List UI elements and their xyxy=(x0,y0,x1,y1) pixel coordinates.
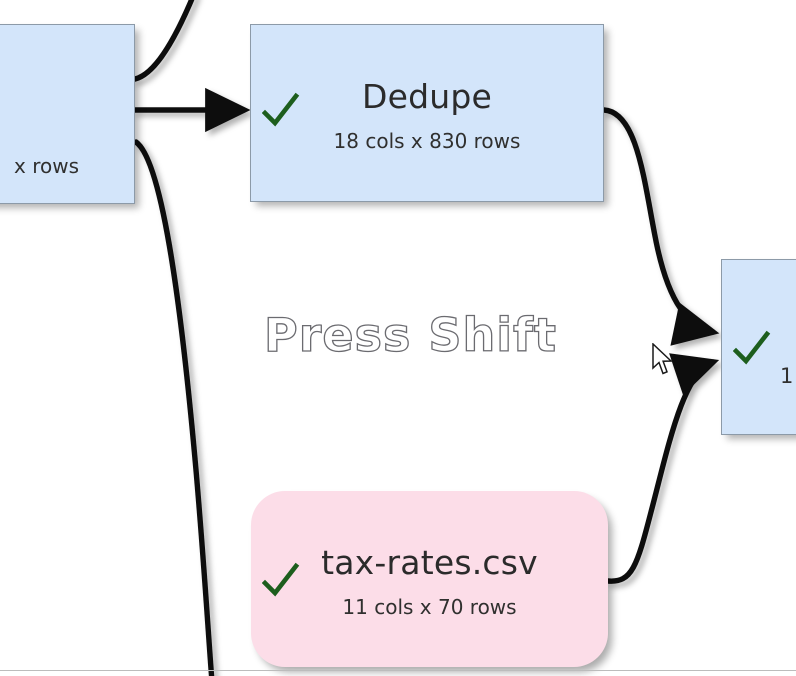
node-taxrates[interactable]: tax-rates.csv 11 cols x 70 rows xyxy=(251,491,608,667)
panel-divider xyxy=(0,670,796,672)
node-taxrates-title: tax-rates.csv xyxy=(321,543,538,583)
edge-source-down xyxy=(133,139,215,676)
node-join-subtitle: 1 xyxy=(780,364,794,388)
check-icon xyxy=(262,562,300,597)
press-shift-hint: Press Shift xyxy=(263,308,558,362)
edge-dedupe-to-join xyxy=(601,107,720,346)
node-dedupe-subtitle: 18 cols x 830 rows xyxy=(333,128,521,153)
node-dedupe-title: Dedupe xyxy=(361,77,493,117)
node-dedupe[interactable]: Dedupe 18 cols x 830 rows xyxy=(250,24,604,202)
check-icon xyxy=(262,92,300,127)
edge-source-up xyxy=(132,0,195,82)
edge-taxrates-to-join xyxy=(605,353,720,584)
check-icon xyxy=(733,330,771,365)
arrow-pointer-icon xyxy=(652,343,673,375)
node-source[interactable]: x rows xyxy=(0,24,135,204)
node-source-subtitle: x rows xyxy=(14,154,79,178)
node-taxrates-subtitle: 11 cols x 70 rows xyxy=(342,594,517,619)
